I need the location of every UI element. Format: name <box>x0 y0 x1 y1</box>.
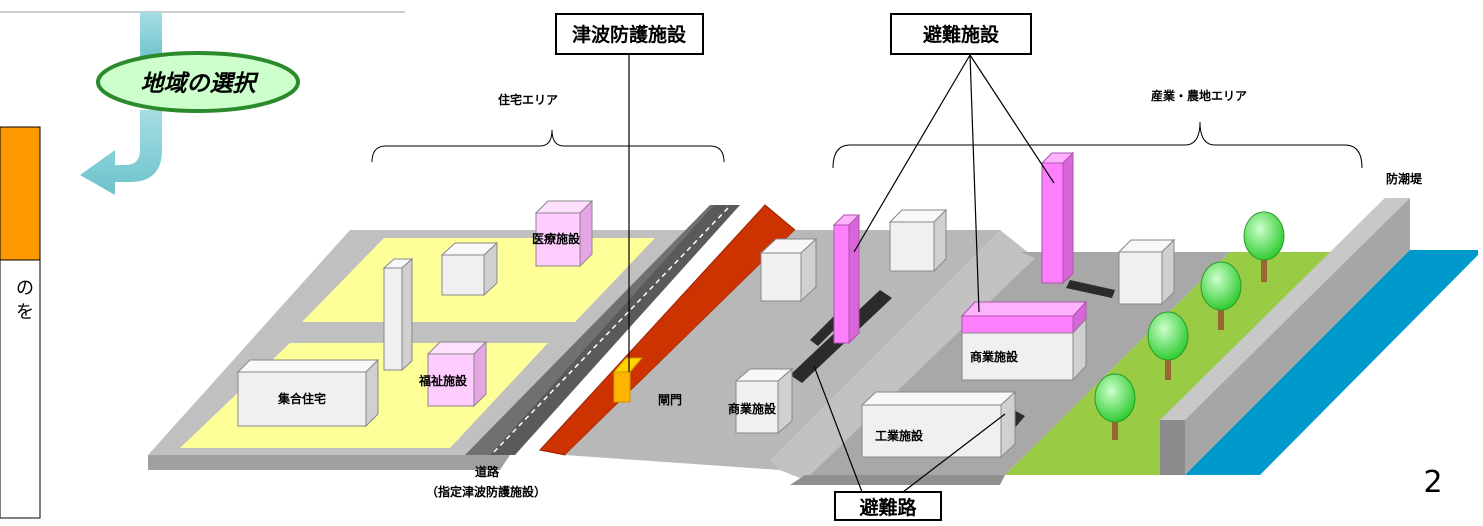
evacuation-facility-text: 避難施設 <box>923 23 1000 46</box>
commercial-building-large <box>960 300 1088 382</box>
road-label-line2: （指定津波防護施設） <box>426 484 546 499</box>
industrial-building <box>860 390 1017 459</box>
medical-building <box>534 199 594 268</box>
industrial-brace <box>832 121 1363 169</box>
floodgate <box>612 357 644 403</box>
tower-center <box>832 213 861 345</box>
commercial-large-label: 商業施設 <box>970 349 1019 364</box>
industrial-area-label: 産業・農地エリア <box>1151 88 1247 103</box>
left-panel: の を <box>0 11 405 519</box>
welfare-building <box>426 340 488 408</box>
residential-brace <box>371 129 725 163</box>
step-arrow-icon <box>80 12 162 195</box>
sea <box>1185 250 1478 475</box>
side-text-1: の <box>16 278 34 299</box>
road-label-line1: 道路 <box>475 464 500 479</box>
box-white-2 <box>759 237 818 303</box>
seawall-label: 防潮堤 <box>1386 171 1423 186</box>
apartment-building <box>236 358 380 428</box>
leader-lines <box>628 54 1055 493</box>
step-label: 地域の選択 <box>141 71 260 97</box>
commercial-small-label: 商業施設 <box>728 401 777 416</box>
tree-1 <box>1094 373 1136 440</box>
welfare-label: 福祉施設 <box>418 373 468 388</box>
side-text-2: を <box>16 302 34 323</box>
road-centerline <box>493 207 729 453</box>
box-white-3 <box>888 208 948 273</box>
commercial-building-small <box>734 367 794 435</box>
residential-area-label: 住宅エリア <box>498 92 558 107</box>
tree-4 <box>1243 211 1285 282</box>
tsunami-protection-callout: 津波防護施設 <box>555 13 704 55</box>
tsunami-protection-text: 津波防護施設 <box>572 23 687 46</box>
evacuation-route-callout: 避難路 <box>834 491 942 521</box>
tall-white-building <box>382 257 414 372</box>
box-white-1 <box>440 241 499 297</box>
medical-label: 医療施設 <box>532 231 581 246</box>
apartment-label: 集合住宅 <box>277 391 326 406</box>
central-ground <box>565 230 1035 480</box>
floodgate-label: 閘門 <box>658 393 682 407</box>
evacuation-facility-callout: 避難施設 <box>890 13 1032 55</box>
content-box <box>0 259 41 519</box>
industrial-label: 工業施設 <box>875 428 924 443</box>
tree-2 <box>1147 311 1189 380</box>
tree-3 <box>1200 261 1242 330</box>
orange-tab <box>0 126 41 261</box>
seawall <box>1160 198 1410 475</box>
box-white-4 <box>1117 238 1176 306</box>
tower-right <box>1040 151 1075 285</box>
page-number: 2 <box>1423 465 1442 500</box>
step-ellipse: 地域の選択 <box>96 51 300 113</box>
evacuation-route-text: 避難路 <box>859 496 917 519</box>
